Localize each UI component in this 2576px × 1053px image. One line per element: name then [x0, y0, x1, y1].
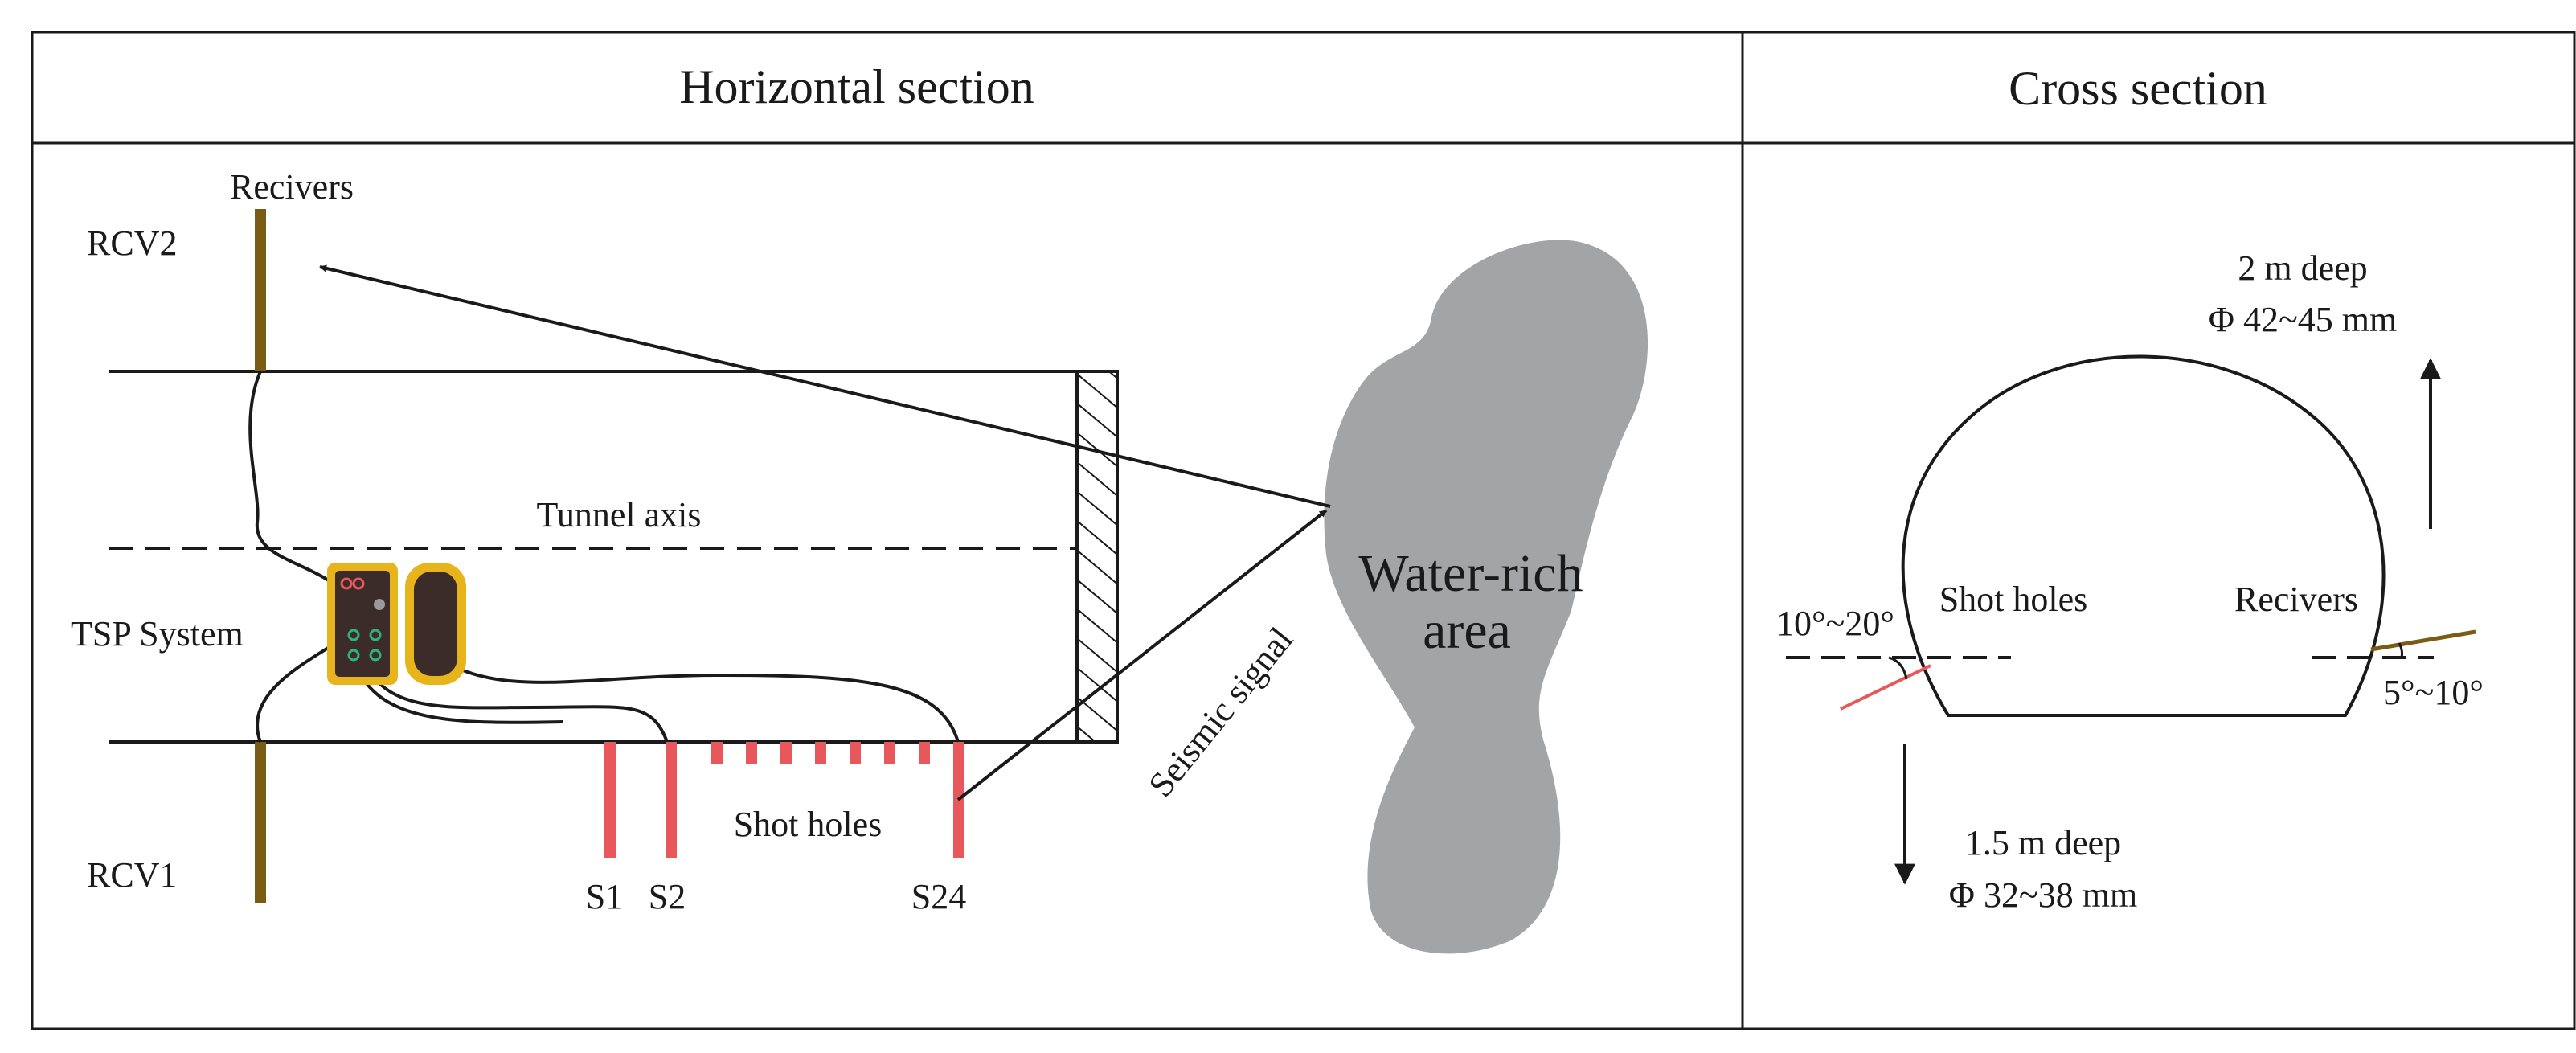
receiver-angle-arc	[2398, 642, 2404, 658]
receiver-rod-rcv1	[255, 742, 266, 903]
receivers-label: Recivers	[230, 167, 354, 207]
shot-angle-arc	[1888, 656, 1908, 680]
shot-holes-label: Shot holes	[734, 805, 883, 844]
shot-hole-incline	[1840, 664, 1931, 711]
seismic-incident-arrow	[956, 509, 1328, 801]
shot-hole-stub	[711, 742, 723, 764]
rcv2-label: RCV2	[87, 223, 177, 263]
shot-hole-stub	[919, 742, 930, 764]
receiver-angle-label: 5°~10°	[2383, 673, 2484, 712]
receiver-depth-label: 2 m deep	[2238, 248, 2367, 288]
water-rich-area	[1324, 240, 1648, 954]
water-rich-label-line2: area	[1423, 601, 1511, 660]
horizontal-section-header: Horizontal section	[679, 60, 1034, 113]
water-rich-label-line1: Water-rich	[1358, 544, 1583, 603]
figure-frame	[31, 31, 2576, 1030]
shot-diameter-label: Φ 32~38 mm	[1949, 875, 2137, 915]
receiver-diameter-label: Φ 42~45 mm	[2209, 300, 2397, 339]
shot-hole-stub	[815, 742, 826, 764]
cross-receivers-label: Recivers	[2234, 580, 2358, 619]
seismic-signal-label: Seismic signal	[1141, 620, 1300, 804]
tsp-cables	[248, 371, 960, 743]
cross-section: 10°~20° Shot holes Recivers 5°~10° 2 m d…	[1776, 248, 2484, 915]
shot-hole-s2	[666, 742, 677, 858]
shot-angle-label: 10°~20°	[1776, 604, 1894, 643]
shot-hole-s1	[604, 742, 616, 858]
shot-hole-stub	[850, 742, 861, 764]
horizontal-section: Tunnel axis Recivers RCV2 RCV1	[71, 167, 1648, 954]
tunnel-face	[1075, 370, 1119, 744]
s1-label: S1	[586, 877, 623, 916]
seismic-reflection-arrow	[319, 264, 1331, 508]
shot-hole-stub	[884, 742, 895, 764]
cross-shot-holes-label: Shot holes	[1939, 580, 2088, 619]
shot-hole-stub	[780, 742, 792, 764]
cross-section-header: Cross section	[2009, 62, 2267, 115]
s2-label: S2	[649, 877, 686, 916]
s24-label: S24	[911, 877, 966, 916]
tsp-system-label: TSP System	[71, 614, 244, 654]
shot-holes	[604, 742, 964, 858]
tsp-system-device	[327, 563, 466, 685]
tunnel-cross-profile	[1901, 354, 2386, 717]
tunnel-axis-label: Tunnel axis	[537, 495, 702, 535]
receiver-rod-rcv2	[255, 209, 266, 371]
receiver-hole-incline	[2370, 629, 2476, 652]
rcv1-label: RCV1	[87, 855, 177, 895]
shot-hole-stub	[746, 742, 757, 764]
shot-depth-label: 1.5 m deep	[1965, 823, 2121, 862]
